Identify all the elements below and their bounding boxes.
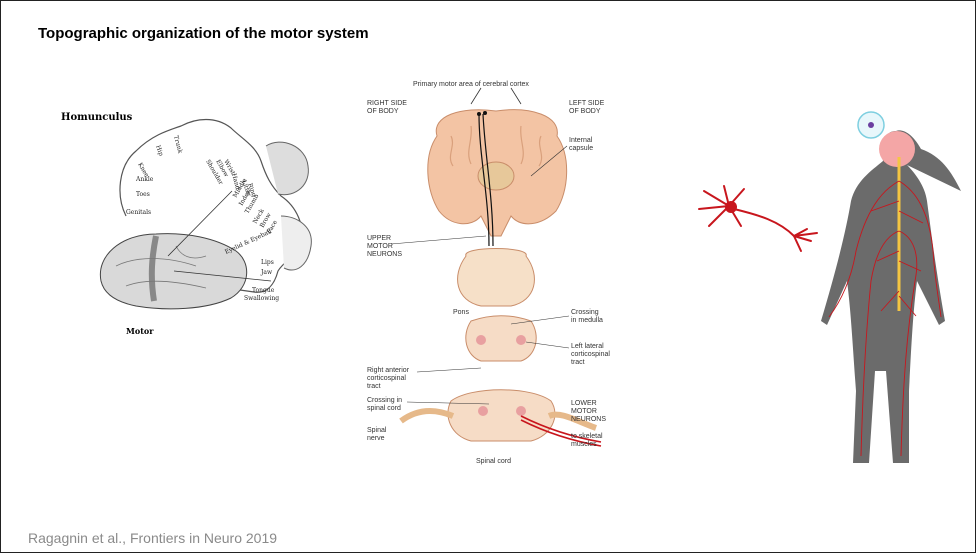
svg-text:LOWER: LOWER: [571, 400, 597, 407]
citation: Ragagnin et al., Frontiers in Neuro 2019: [28, 530, 277, 546]
homunculus-caption: Motor: [126, 326, 154, 336]
svg-text:Internal: Internal: [569, 137, 593, 144]
slide-title: Topographic organization of the motor sy…: [38, 25, 369, 42]
svg-text:spinal cord: spinal cord: [367, 405, 401, 412]
svg-text:corticospinal: corticospinal: [367, 375, 406, 382]
svg-text:muscles: muscles: [571, 441, 597, 448]
label-jaw: Jaw: [260, 269, 273, 276]
svg-text:corticospinal: corticospinal: [571, 351, 610, 358]
svg-text:Crossing in: Crossing in: [367, 397, 402, 404]
svg-text:NEURONS: NEURONS: [367, 251, 402, 258]
svg-text:Crossing: Crossing: [571, 309, 599, 316]
svg-text:LEFT SIDE: LEFT SIDE: [569, 100, 605, 107]
homunculus-figure: Homunculus Motor Hip Trunk Knee Shoulder…: [56, 106, 326, 346]
label-primary-motor: Primary motor area of cerebral cortex: [413, 81, 529, 88]
svg-text:tract: tract: [367, 383, 381, 390]
label-lips: Lips: [261, 259, 274, 266]
label-hip: Hip: [154, 144, 164, 157]
svg-text:Spinal cord: Spinal cord: [476, 458, 511, 465]
svg-text:tract: tract: [571, 359, 585, 366]
label-trunk: Trunk: [172, 135, 184, 155]
svg-text:OF BODY: OF BODY: [569, 108, 601, 115]
svg-text:RIGHT SIDE: RIGHT SIDE: [367, 100, 407, 107]
label-ankle: Ankle: [135, 176, 154, 183]
svg-text:MOTOR: MOTOR: [367, 243, 393, 250]
svg-text:nerve: nerve: [367, 435, 385, 442]
svg-text:to skeletal: to skeletal: [571, 433, 603, 440]
svg-text:NEURONS: NEURONS: [571, 416, 606, 423]
svg-text:UPPER: UPPER: [367, 235, 391, 242]
label-swallowing: Swallowing: [244, 295, 279, 302]
svg-text:MOTOR: MOTOR: [571, 408, 597, 415]
svg-text:Left lateral: Left lateral: [571, 343, 604, 350]
label-tongue: Tongue: [252, 287, 275, 294]
label-toes: Toes: [136, 191, 150, 198]
svg-text:Right anterior: Right anterior: [367, 367, 410, 374]
nervous-system-body: [811, 111, 975, 466]
svg-text:Pons: Pons: [453, 309, 469, 316]
homunculus-heading: Homunculus: [61, 112, 133, 123]
svg-text:OF BODY: OF BODY: [367, 108, 399, 115]
label-genitals: Genitals: [126, 209, 151, 216]
motor-pathway-figure: Primary motor area of cerebral cortex RI…: [361, 76, 621, 471]
svg-text:Spinal: Spinal: [367, 427, 387, 434]
neuron-illustration: [689, 181, 829, 261]
svg-text:capsule: capsule: [569, 145, 593, 152]
svg-text:in medulla: in medulla: [571, 317, 603, 324]
